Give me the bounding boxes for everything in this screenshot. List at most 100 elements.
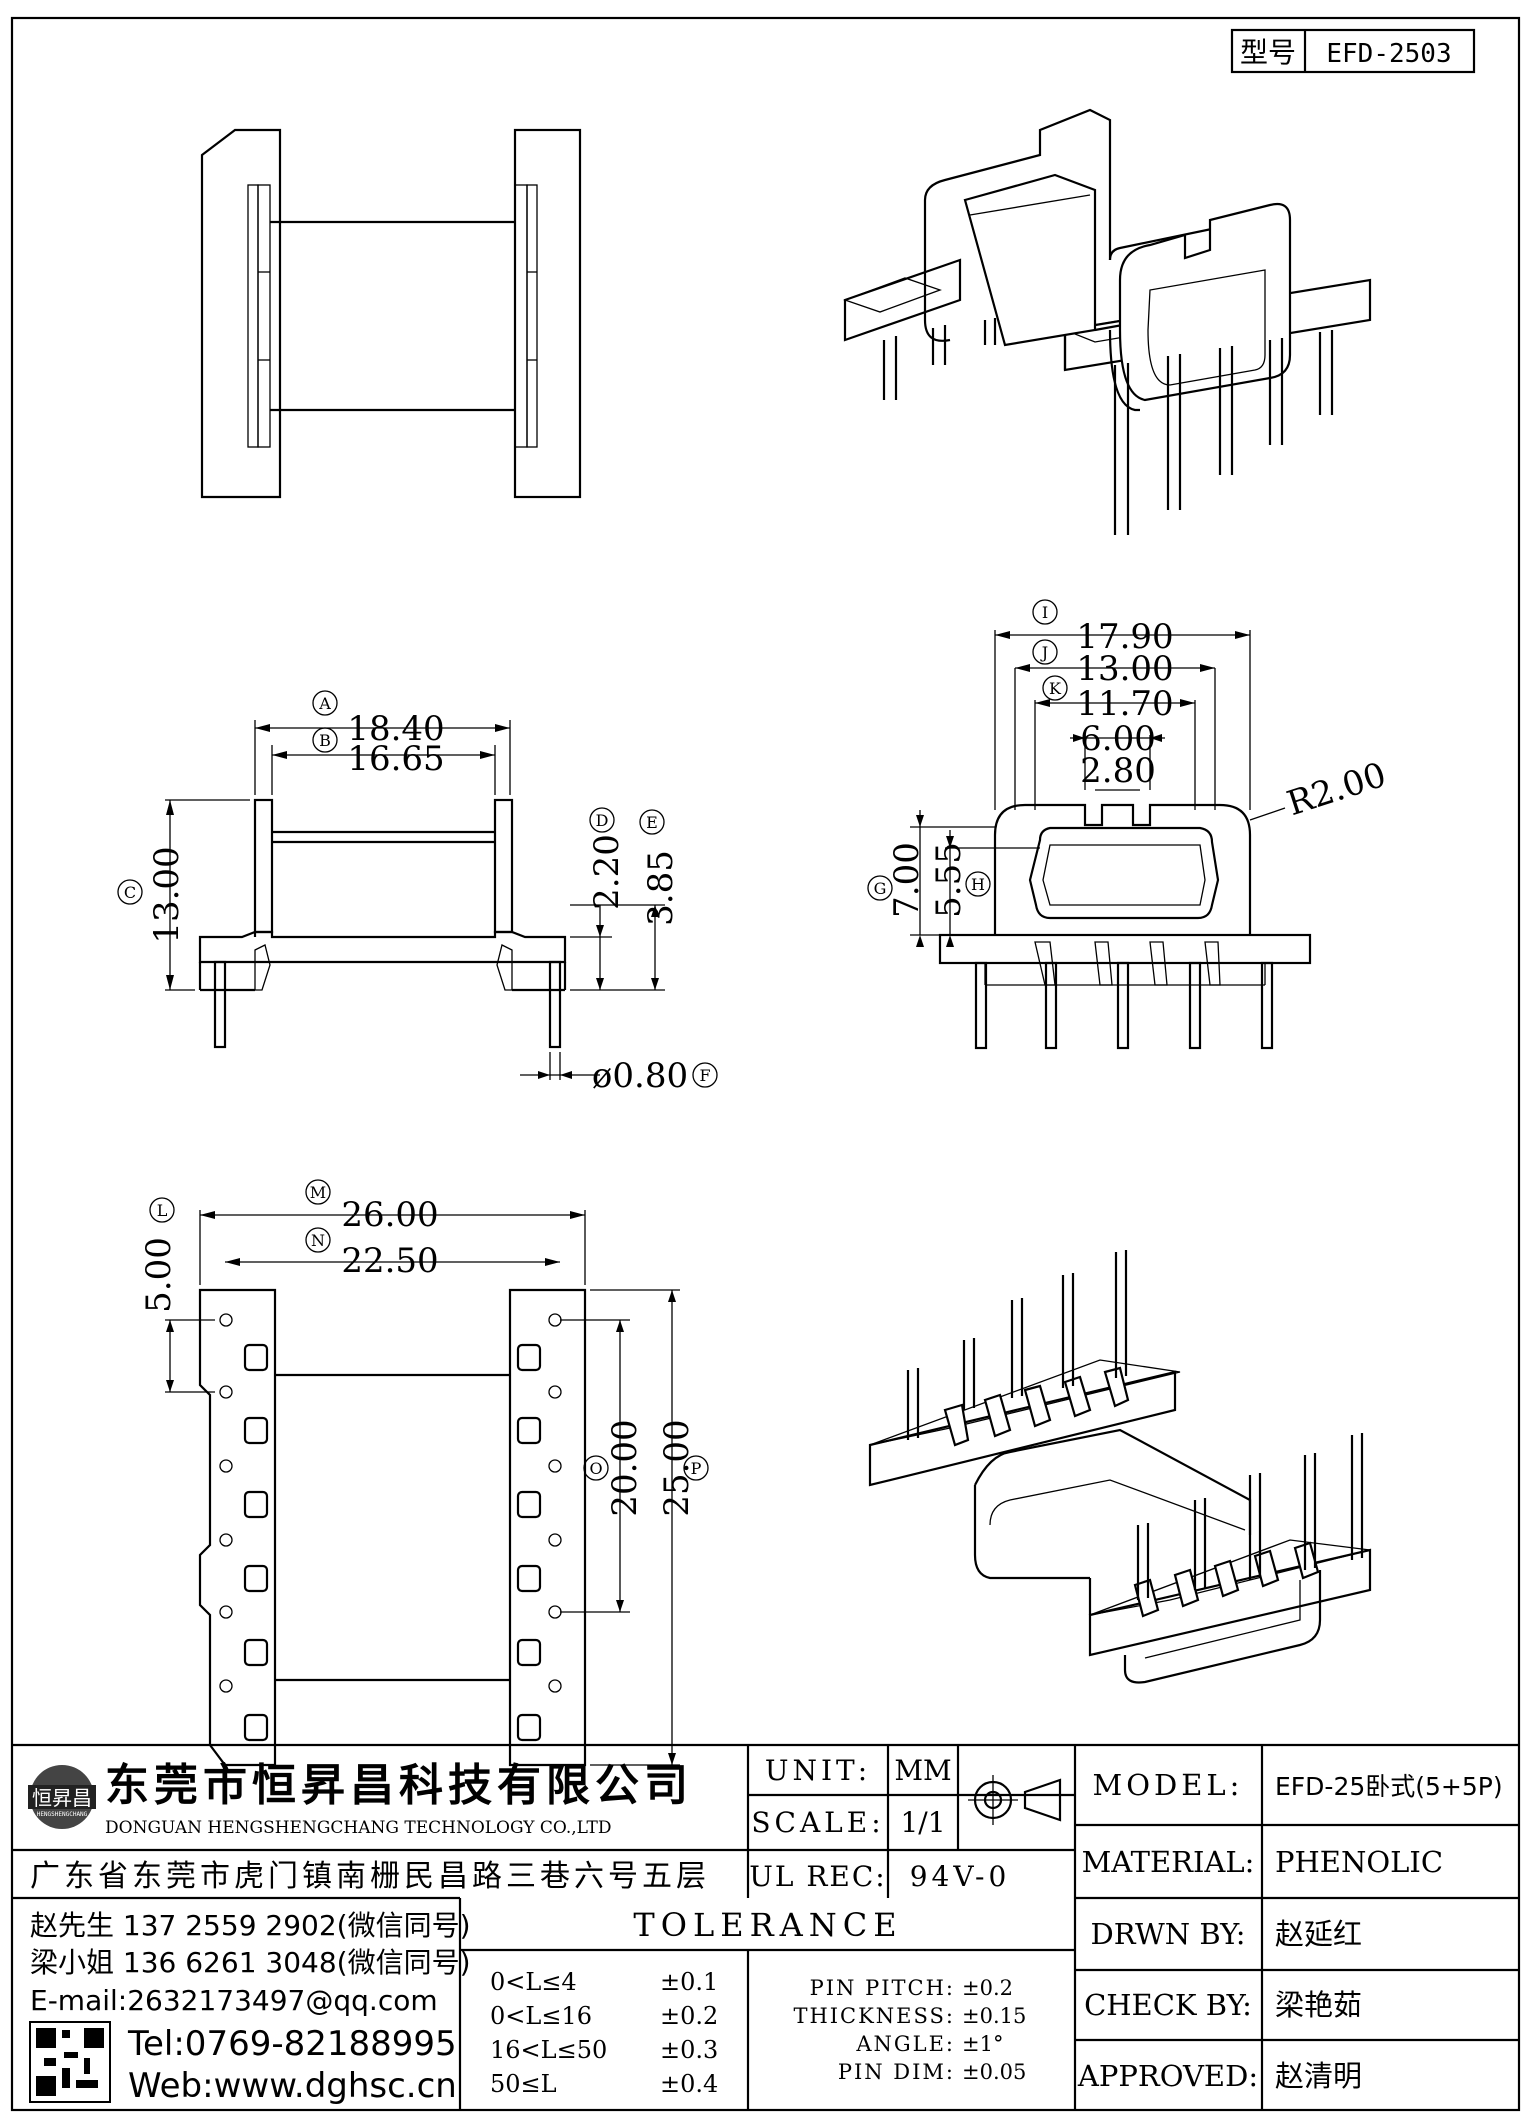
scale-value: 1/1 [900,1806,945,1839]
tolerance-table: 0<L≤4 ±0.1 0<L≤16 ±0.2 16<L≤50 ±0.3 50≤L… [490,1968,1026,2098]
svg-text:D: D [596,811,609,830]
svg-text:50≤L: 50≤L [490,2070,557,2098]
qr-code-icon [29,2021,111,2103]
check-label: CHECK BY: [1084,1988,1252,2022]
approved-value: 赵清明 [1275,2059,1362,2093]
sheet-border [10,16,1521,2112]
dim-H: H 5.55 [929,842,991,918]
isometric-view-bottom [868,1250,1372,1684]
dim-A: A 18.40 [312,690,445,749]
dim-E: E 3.85 [639,809,681,926]
svg-text:±1°: ±1° [962,2032,1003,2056]
company-name-en: DONGUAN HENGSHENGCHANG TECHNOLOGY CO.,LT… [105,1818,612,1838]
svg-text:2.20: 2.20 [587,834,627,910]
svg-text:恒昇昌: 恒昇昌 [32,1786,92,1810]
type-box: 型号 EFD-2503 [1230,28,1476,74]
dim-six: 6.00 [1080,719,1156,759]
drawn-label: DRWN BY: [1091,1917,1246,1951]
approved-label: APPROVED: [1077,2059,1258,2093]
svg-text:3.85: 3.85 [641,850,681,926]
dim-P: P 25.00 [657,1419,709,1517]
svg-text:ANGLE:: ANGLE: [855,2032,955,2056]
svg-text:E: E [646,813,658,832]
svg-text:22.50: 22.50 [341,1241,438,1281]
svg-text:PIN DIM:: PIN DIM: [838,2060,955,2084]
svg-text:B: B [319,731,331,750]
svg-text:±0.3: ±0.3 [660,2036,718,2064]
svg-text:13.00: 13.00 [147,846,187,943]
svg-text:O: O [589,1459,602,1478]
svg-text:M: M [310,1183,326,1202]
svg-text:7.00: 7.00 [887,842,927,918]
svg-text:0<L≤16: 0<L≤16 [490,2002,592,2030]
svg-text:I: I [1042,603,1048,622]
svg-text:16.65: 16.65 [347,739,444,779]
side-view-top [200,128,582,499]
contact-web: Web:www.dghsc.cn [128,2066,457,2106]
svg-text:16<L≤50: 16<L≤50 [490,2036,607,2064]
dim-N: N 22.50 [305,1227,439,1281]
bottom-view [165,1210,680,1767]
scale-label: SCALE: [751,1806,884,1839]
svg-text:0<L≤4: 0<L≤4 [490,1968,577,1996]
svg-text:PIN PITCH:: PIN PITCH: [810,1976,955,2000]
svg-text:G: G [874,879,887,898]
company-address: 广东省东莞市虎门镇南栅民昌路三巷六号五层 [30,1859,710,1894]
svg-text:20.00: 20.00 [605,1419,645,1516]
svg-text:5.55: 5.55 [929,842,969,918]
dim-O: O 20.00 [583,1419,645,1517]
svg-text:11.70: 11.70 [1076,684,1173,724]
svg-text:5.00: 5.00 [139,1237,179,1313]
svg-text:F: F [699,1066,710,1085]
svg-text:L: L [157,1201,168,1220]
svg-text:13.00: 13.00 [1076,649,1173,689]
unit-value: MM [894,1754,951,1787]
svg-text:±0.2: ±0.2 [962,1976,1013,2000]
dim-F: ø0.80 F [592,1056,718,1096]
svg-text:H: H [971,875,985,894]
drawn-value: 赵延红 [1275,1917,1362,1951]
svg-text:18.40: 18.40 [347,709,444,749]
svg-text:C: C [124,883,136,902]
tolerance-title: TOLERANCE [633,1906,902,1944]
svg-text:J: J [1040,643,1048,662]
dim-C: C 13.00 [117,846,187,944]
front-view-right [910,630,1312,1050]
svg-text:P: P [691,1459,702,1478]
svg-text:±0.05: ±0.05 [962,2060,1026,2084]
type-value: EFD-2503 [1326,39,1451,69]
model-label: MODEL: [1093,1768,1244,1802]
dim-twoeight: 2.80 [1080,751,1156,791]
title-block [12,1743,1519,2110]
svg-text:±0.15: ±0.15 [962,2004,1026,2028]
contact-2: 梁小姐 136 6261 3048(微信同号) [30,1946,471,1979]
svg-text:±0.2: ±0.2 [660,2002,718,2030]
contact-email: E-mail:2632173497@qq.com [30,1984,438,2017]
dim-I: I 17.90 [1032,599,1174,657]
company-name-cn: 东莞市恒昇昌科技有限公司 [105,1760,693,1811]
dim-G: G 7.00 [867,842,927,918]
svg-text:17.90: 17.90 [1076,617,1173,657]
isometric-view-top [843,108,1372,535]
type-label: 型号 [1240,36,1296,69]
svg-text:A: A [318,694,331,713]
dim-radius: R2.00 [1282,755,1391,824]
svg-text:25.00: 25.00 [657,1419,697,1516]
projection-symbol-icon [968,1775,1062,1825]
svg-text:N: N [311,1231,325,1250]
svg-text:±0.4: ±0.4 [660,2070,718,2098]
model-value: EFD-25卧式(5+5P) [1275,1772,1503,1801]
svg-text:K: K [1049,679,1062,698]
ul-value: 94V-0 [910,1860,1011,1893]
company-logo: 恒昇昌 HENGSHENGCHANG [28,1765,96,1829]
unit-label: UNIT: [765,1754,871,1787]
check-value: 梁艳茹 [1275,1988,1362,2022]
contact-1: 赵先生 137 2559 2902(微信同号) [30,1909,471,1942]
svg-text:26.00: 26.00 [341,1195,438,1235]
dim-M: M 26.00 [305,1179,439,1235]
svg-text:ø0.80: ø0.80 [592,1056,688,1096]
dim-K: K 11.70 [1042,675,1174,724]
svg-text:HENGSHENGCHANG: HENGSHENGCHANG [37,1811,88,1818]
svg-text:±0.1: ±0.1 [660,1968,718,1996]
